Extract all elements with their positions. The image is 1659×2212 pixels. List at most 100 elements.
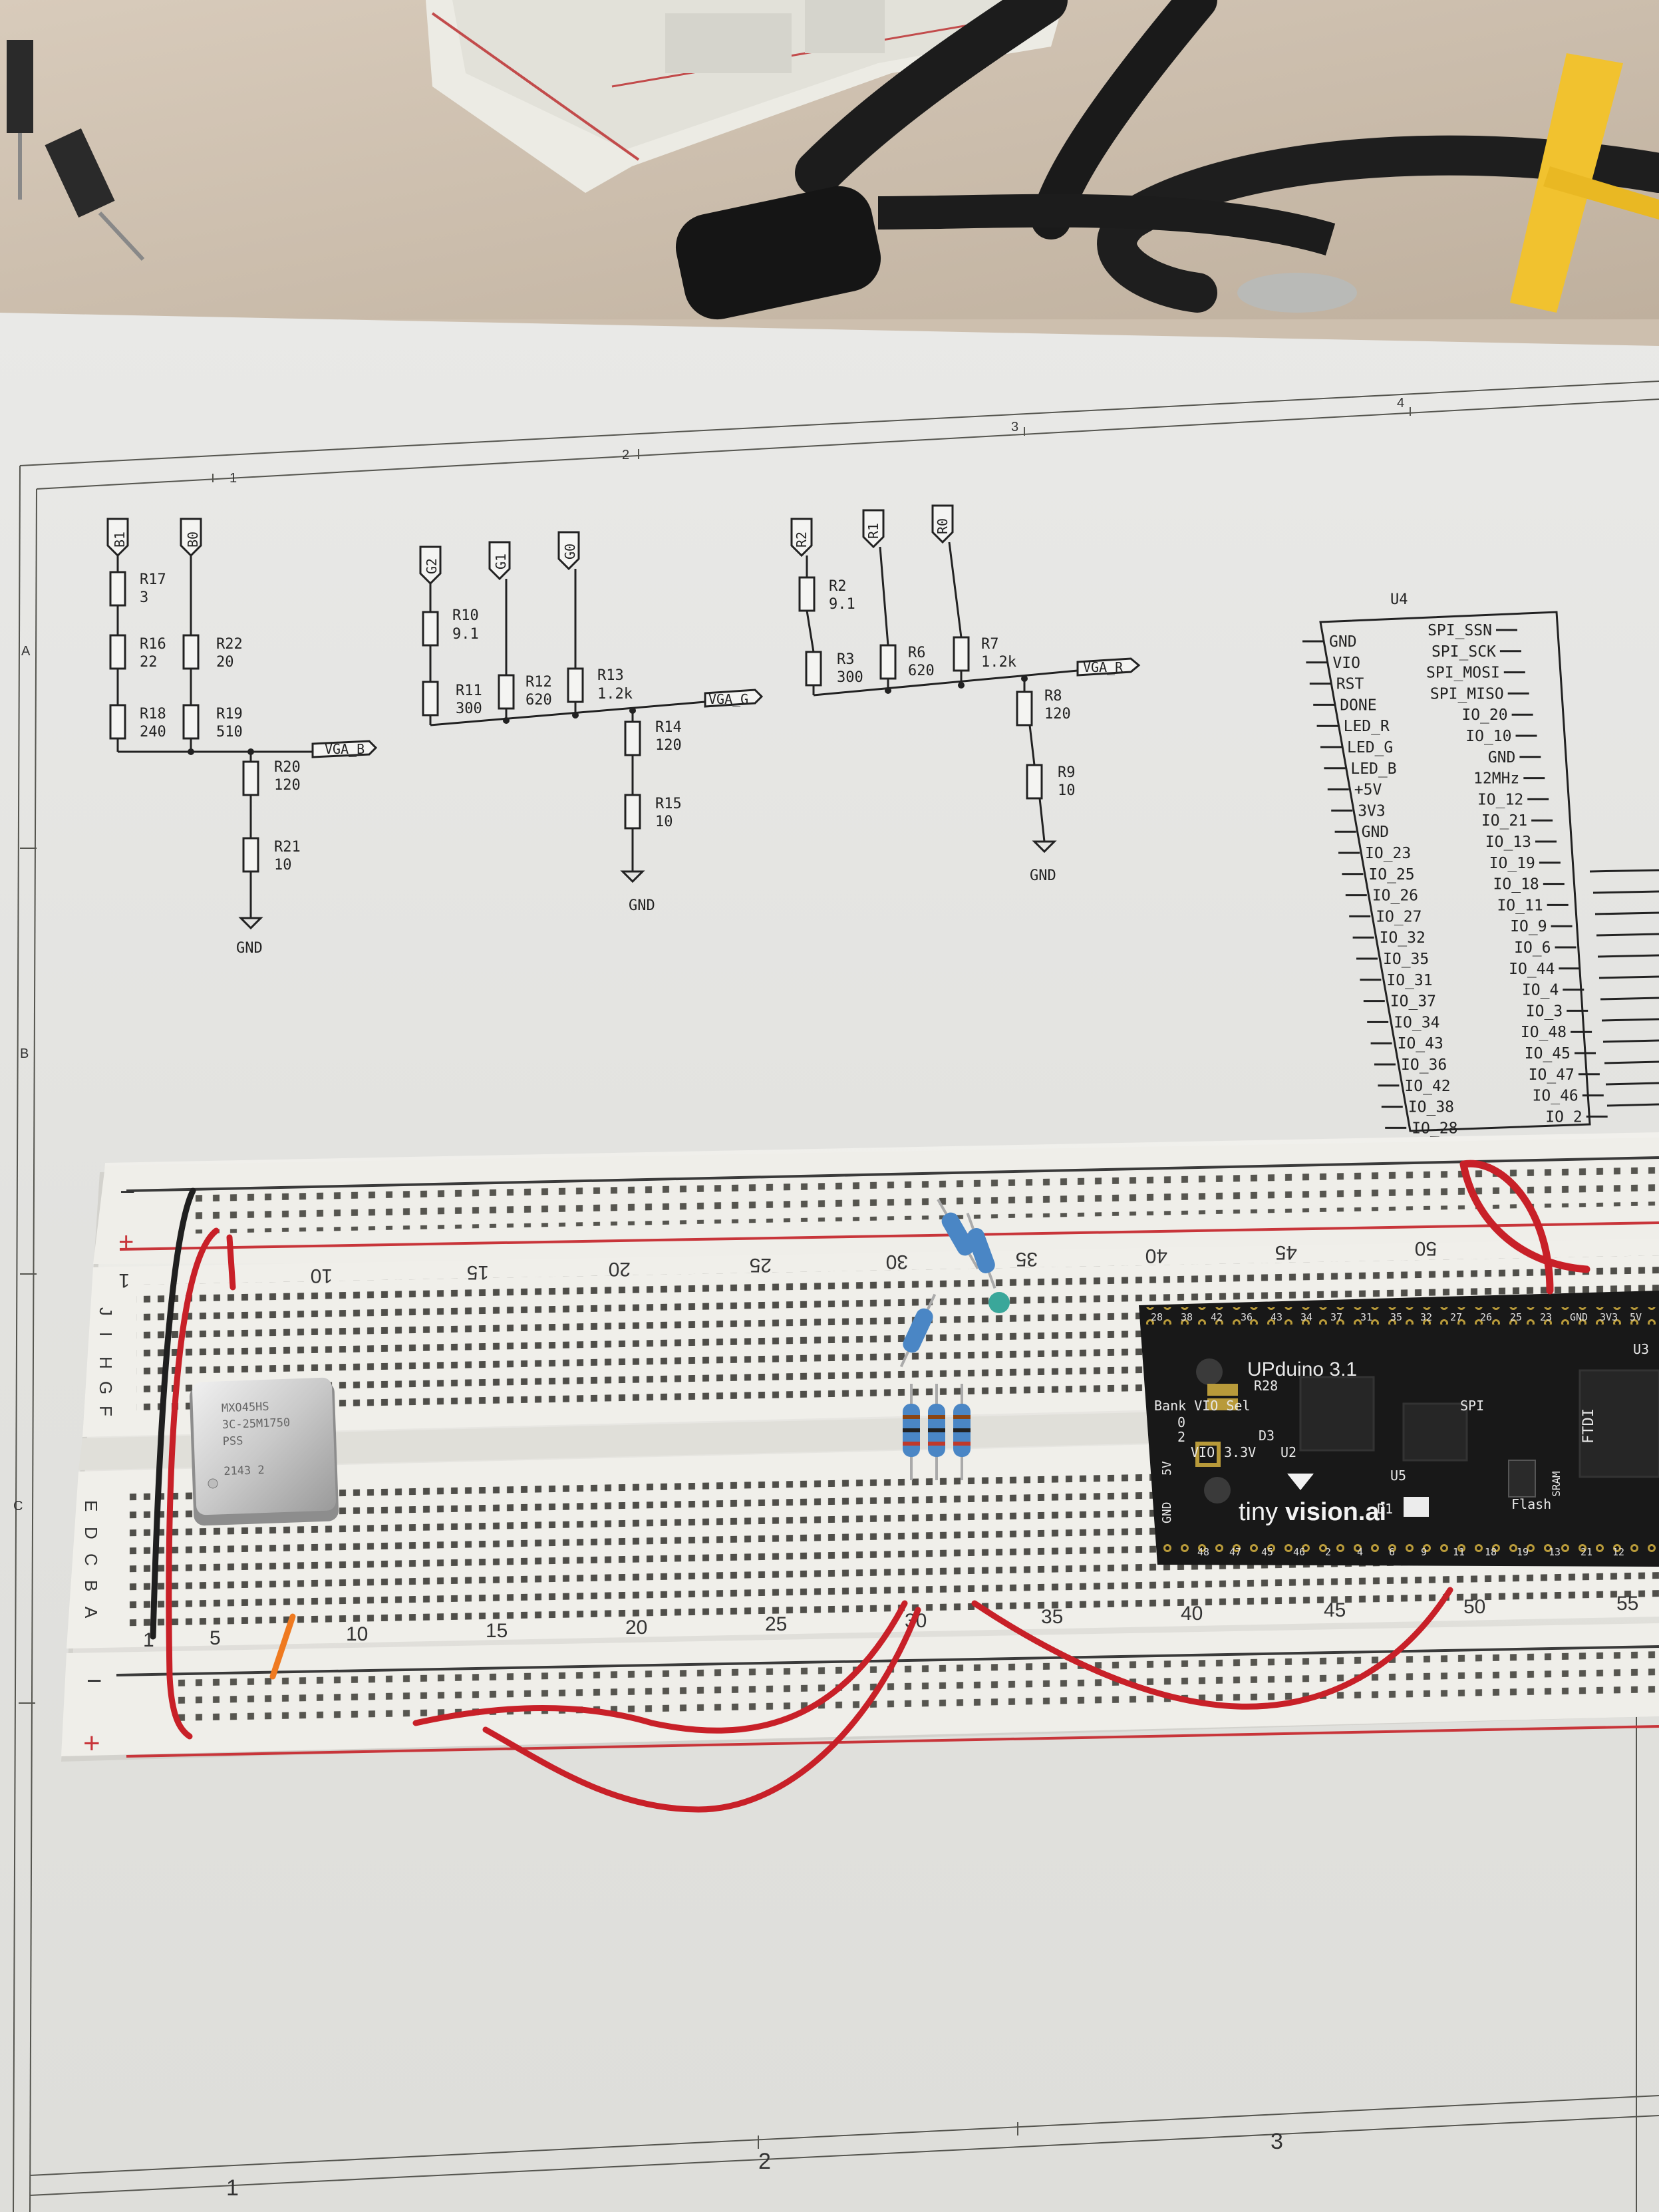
osc-line-3: PSS [222, 1434, 243, 1448]
port-g2: G2 [424, 558, 440, 574]
row-letter-bottom: C [81, 1553, 101, 1566]
u4-right-pin-label: IO_9 [1510, 918, 1547, 935]
label-spi: SPI [1460, 1398, 1484, 1414]
row-letter-top: G [96, 1381, 116, 1394]
val-r22: 20 [216, 654, 234, 671]
zone-left-b: B [20, 1046, 29, 1061]
yellow-tape [1510, 53, 1659, 313]
ref-r15: R15 [655, 796, 682, 812]
board-bottom-pin-label: 21 [1581, 1546, 1592, 1558]
red-jumper-wire-rail [1459, 1160, 1590, 1295]
label-flash: Flash [1511, 1496, 1551, 1512]
row-letter-top: H [96, 1356, 116, 1369]
board-top-pin-label: 35 [1390, 1311, 1402, 1323]
net-vga-b: VGA_B [325, 741, 365, 757]
zone-top-1: 1 [229, 471, 237, 486]
label-d1: D1 [1377, 1501, 1393, 1517]
board-top-pin-label: 26 [1480, 1311, 1492, 1323]
port-r1: R1 [865, 523, 881, 539]
label-u5: U5 [1390, 1468, 1406, 1484]
red-jumper-wire-2 [482, 1607, 921, 1813]
zone-bottom-3: 3 [1271, 2129, 1283, 2154]
schematic-frame [13, 381, 1659, 2212]
upper-rail-minus: − [120, 1178, 135, 1207]
zone-bottom-1: 1 [226, 2175, 239, 2201]
val-r6: 620 [908, 663, 935, 679]
lower-rail-minus: − [86, 1666, 102, 1696]
column-number-top: 15 [467, 1261, 489, 1283]
black-jumper-wire [150, 1187, 196, 1640]
board-top-pin-label: 43 [1271, 1311, 1282, 1323]
u4-right-pin-label: 12MHz [1473, 770, 1519, 788]
board-top-pin-label: 25 [1510, 1311, 1522, 1323]
column-number-top: 30 [886, 1251, 908, 1273]
u4-left-pin-label: IO_28 [1412, 1120, 1457, 1137]
u4-left-pin-label: LED_B [1350, 760, 1396, 778]
u4-left-pin-label: IO_34 [1394, 1014, 1439, 1031]
ref-r6: R6 [908, 645, 926, 661]
red-jumper-wire-1 [412, 1600, 908, 1734]
lower-rail-plus: + [83, 1727, 100, 1760]
val-r10: 9.1 [452, 626, 479, 643]
u4-right-pin-label: IO_13 [1485, 834, 1531, 851]
zone-top-2: 2 [622, 448, 629, 462]
board-bottom-pin-label: 11 [1453, 1546, 1465, 1558]
val-r19: 510 [216, 724, 243, 740]
row-letter-top: I [96, 1332, 116, 1337]
label-sel-2: 2 [1177, 1429, 1185, 1445]
u4-right-pin-label: IO_12 [1477, 791, 1523, 808]
u4-left-pins: GNDVIORSTDONELED_RLED_GLED_B+5V3V3GNDIO_… [1302, 633, 1457, 1137]
u4-left-pin-label: IO_37 [1390, 993, 1436, 1011]
column-number-top: 40 [1145, 1245, 1167, 1267]
u4-left-pin-label: GND [1362, 824, 1390, 841]
board-top-pin-label: 27 [1450, 1311, 1462, 1323]
column-number-top: 25 [750, 1254, 772, 1276]
val-r15: 10 [655, 814, 673, 830]
u4-left-pin-label: IO_25 [1368, 866, 1414, 883]
row-letter-top: J [96, 1307, 116, 1316]
board-bottom-pin-label: 48 [1197, 1546, 1209, 1558]
ref-r13: R13 [597, 667, 624, 684]
row-letter-bottom: A [81, 1607, 101, 1619]
u4-right-pin-label: SPI_MISO [1430, 685, 1504, 703]
schematic-blue-dac [106, 518, 378, 930]
ref-r16: R16 [140, 636, 166, 653]
column-number-bottom: 55 [1616, 1593, 1638, 1615]
ceramic-capacitor [988, 1292, 1010, 1313]
u4-left-pin-label: IO_35 [1383, 951, 1429, 968]
u4-left-pin-label: IO_26 [1372, 887, 1418, 905]
gnd-blue: GND [236, 940, 263, 957]
board-top-pin-label: 23 [1540, 1311, 1552, 1323]
row-letter-top: F [96, 1406, 116, 1416]
u4-right-pin-label: IO_6 [1514, 939, 1551, 957]
board-top-pin-label: 34 [1300, 1311, 1312, 1323]
row-letter-bottom: B [81, 1580, 101, 1591]
zone-left-a: A [21, 644, 31, 659]
port-b1: B1 [112, 532, 128, 548]
orange-jumper-wire [269, 1613, 296, 1680]
tinyvision-eye-icon [1287, 1474, 1314, 1490]
ref-r10: R10 [452, 607, 479, 624]
u4-left-pin-label: GND [1329, 633, 1357, 651]
ref-r17: R17 [140, 571, 166, 588]
board-top-pin-label: 36 [1241, 1311, 1253, 1323]
row-letters-top: J I HG F [96, 1307, 116, 1416]
schematic-red-text: R2 R1 R0 R2 9.1 R3 300 R6 620 R7 1.2k R8… [794, 518, 1124, 884]
crystal-oscillator: MXO45HS 3C-25M1750 PSS 2143 2 [189, 1377, 339, 1526]
u4-right-pin-label: IO_46 [1533, 1088, 1579, 1105]
label-sel-0: 0 [1177, 1414, 1185, 1430]
u4-right-pin-label: SPI_SCK [1432, 643, 1496, 661]
upduino-title: UPduino 3.1 [1247, 1358, 1357, 1380]
u4-right-pin-label: IO_47 [1529, 1066, 1575, 1084]
u4-left-pin-label: DONE [1340, 697, 1376, 714]
u4-right-pin-label: IO_3 [1526, 1003, 1563, 1020]
u4-left-pin-label: LED_R [1344, 718, 1390, 735]
board-bottom-pin-label: 19 [1517, 1546, 1529, 1558]
u4-left-pin-label: VIO [1332, 655, 1360, 672]
column-number-bottom: 25 [765, 1613, 787, 1635]
row-letter-bottom: E [81, 1500, 101, 1511]
column-number-bottom: 5 [210, 1627, 221, 1649]
board-bottom-pin-label: 45 [1261, 1546, 1273, 1558]
